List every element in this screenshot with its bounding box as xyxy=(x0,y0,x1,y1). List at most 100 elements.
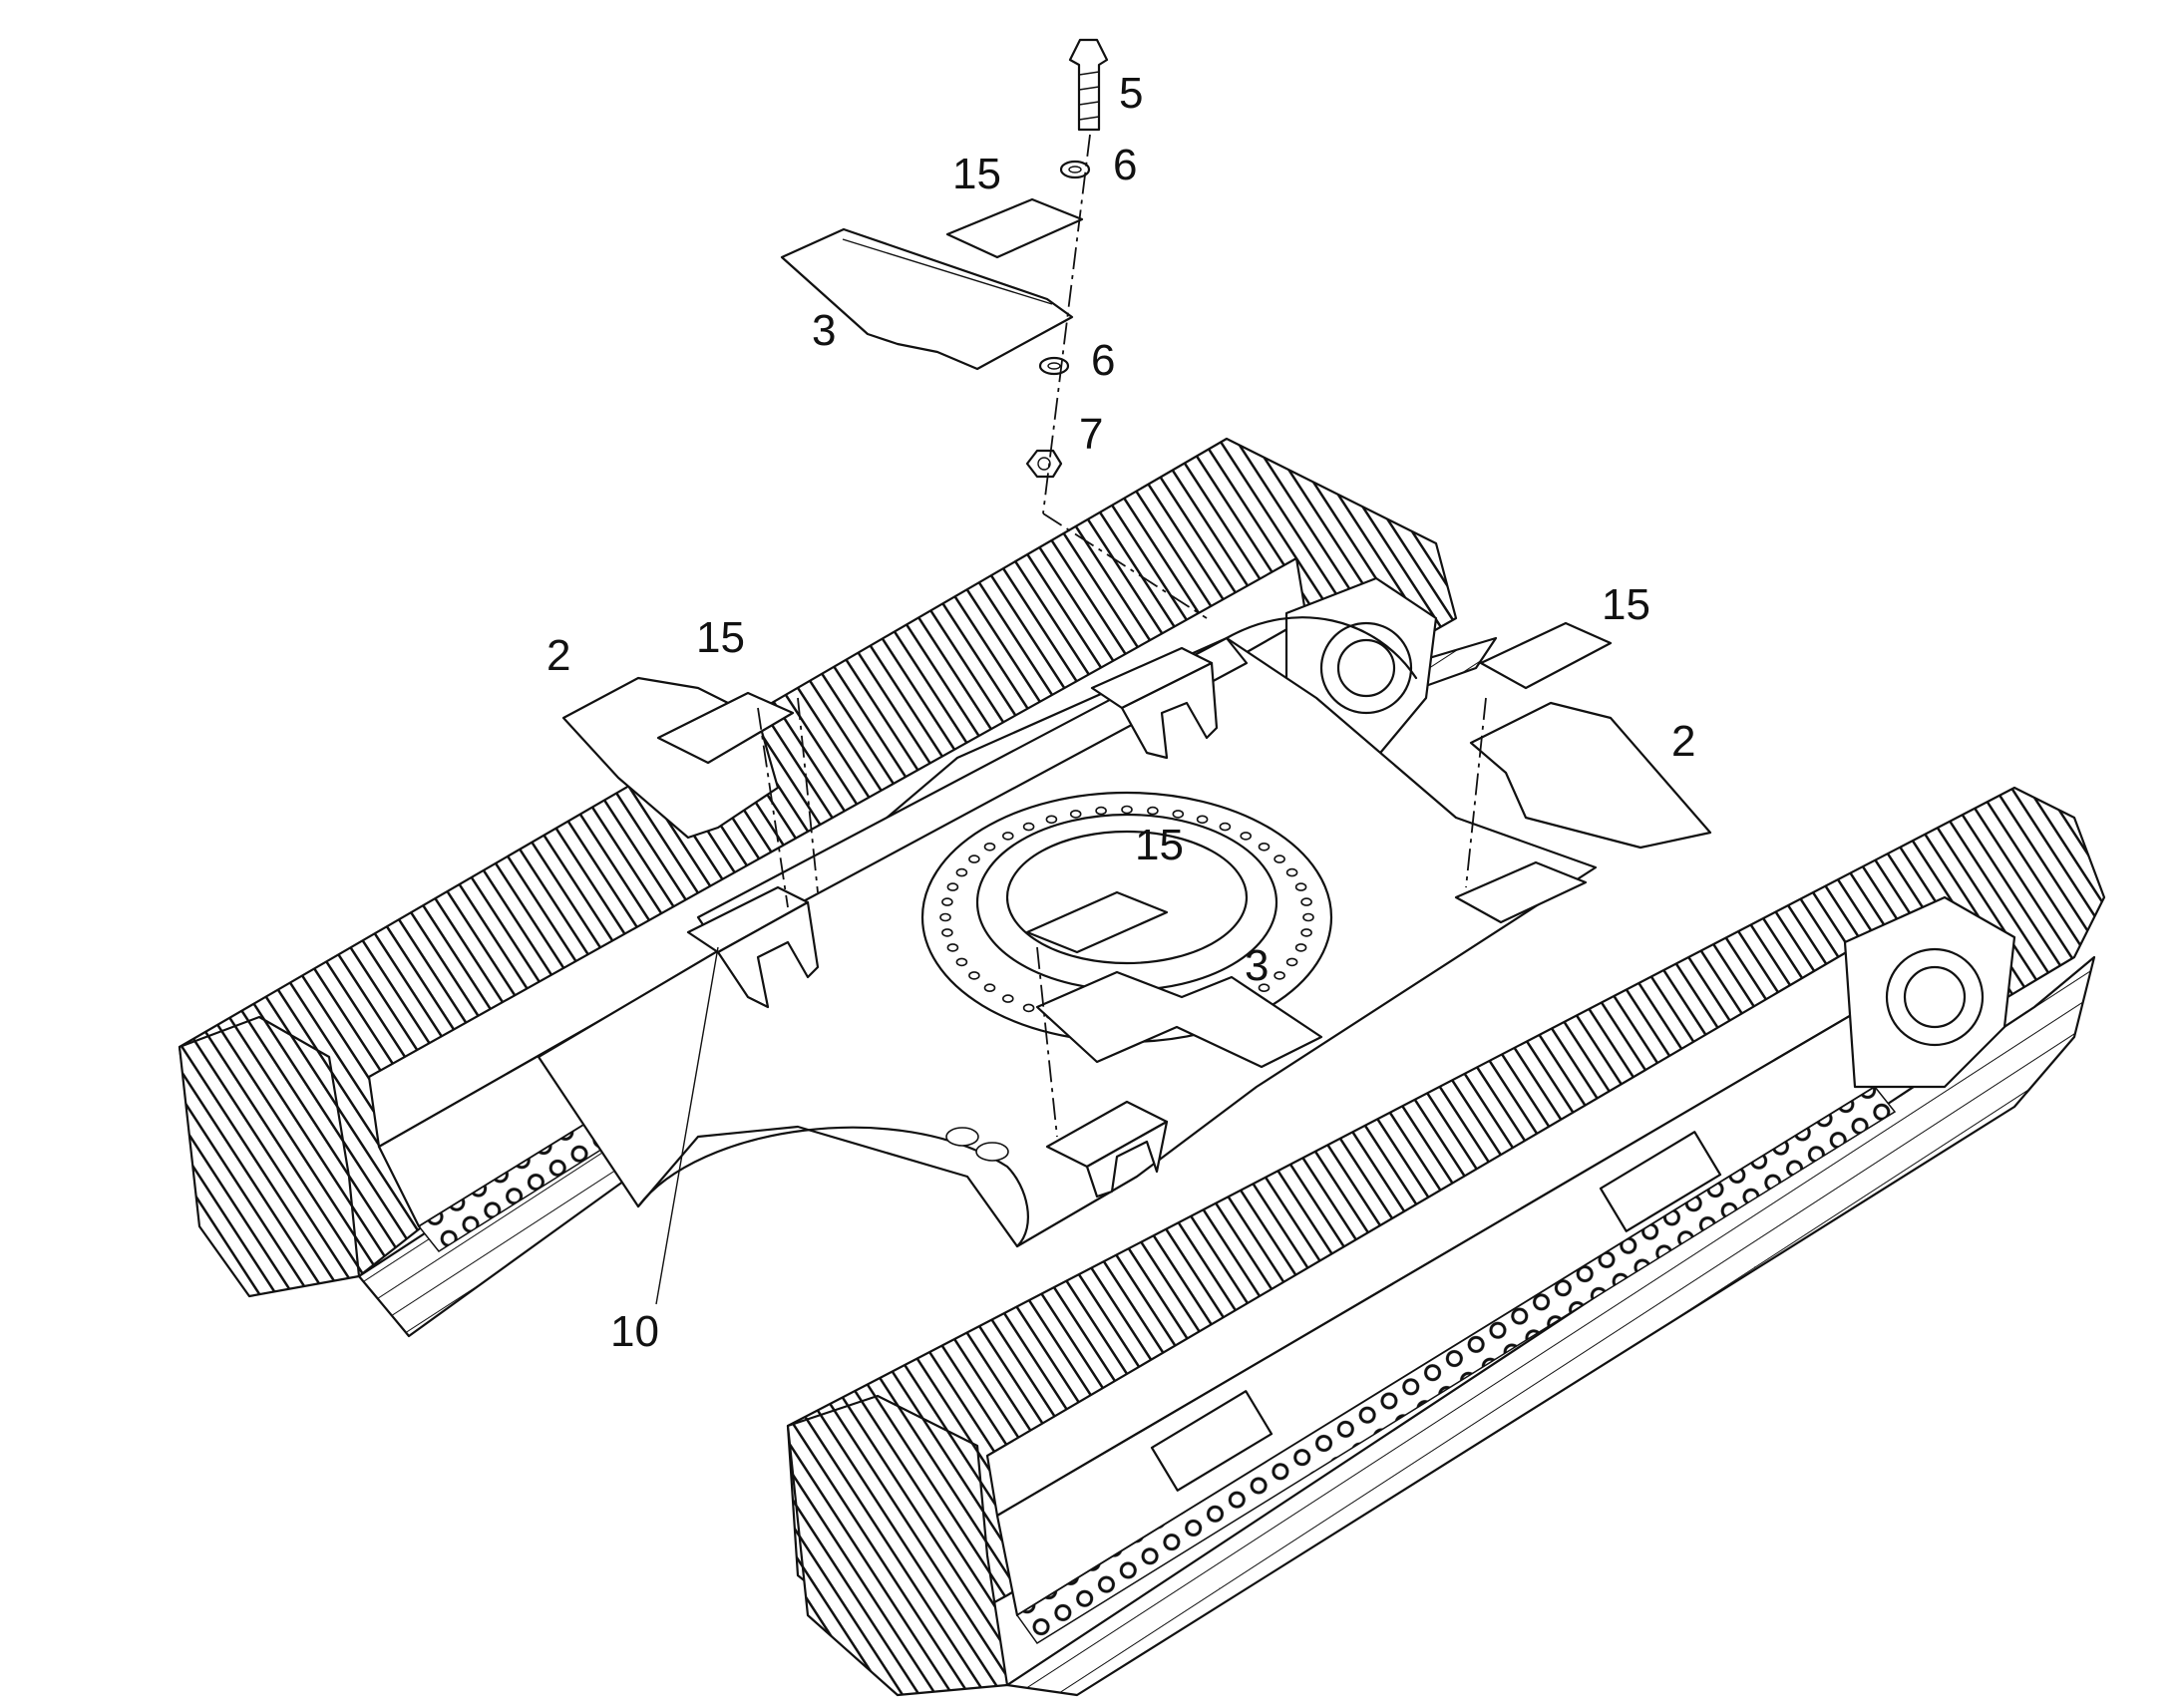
swing-bearing-bolt-hole xyxy=(1285,867,1298,877)
swing-bearing-bolt-hole xyxy=(939,912,951,922)
right-track-front-end xyxy=(786,1394,1009,1697)
callout-15-right: 15 xyxy=(1602,580,1650,629)
assembly-line-center xyxy=(1036,946,1058,1138)
swing-bearing-bolt-hole xyxy=(1219,822,1232,832)
right-track-link-chain xyxy=(1015,1086,1897,1645)
leader-10 xyxy=(655,946,719,1305)
cover-plate-3-top-bend xyxy=(842,238,1053,305)
swing-bearing-bolt-hole xyxy=(1273,971,1285,980)
swing-bearing-bolt-hole xyxy=(1022,1003,1035,1013)
bracket-right-rear xyxy=(1454,860,1588,924)
swing-bearing-bolt-hole xyxy=(1069,810,1082,819)
shim-15-right xyxy=(1479,621,1613,690)
shim-15-center xyxy=(1025,890,1169,954)
swing-bearing-bolt-hole xyxy=(1172,810,1185,819)
callout-15-left: 15 xyxy=(696,613,745,662)
callout-15-center: 15 xyxy=(1135,821,1184,869)
swing-bearing-bolt-hole xyxy=(1095,806,1107,816)
cover-plates xyxy=(561,197,1712,1069)
bolt-thread-1 xyxy=(1078,71,1100,76)
washer-6-top xyxy=(1059,160,1091,179)
swing-bearing-bolt-hole xyxy=(1240,832,1252,841)
callout-3-center: 3 xyxy=(1245,941,1269,990)
swing-bearing-bolt-hole xyxy=(1121,805,1133,815)
callout-6-bottom: 6 xyxy=(1091,336,1115,385)
cover-plate-3-center xyxy=(1035,970,1323,1069)
swing-bearing-bolt-hole xyxy=(1147,806,1159,816)
washer-6-bottom-hole xyxy=(1047,362,1061,370)
swing-bearing-bolt-hole xyxy=(1294,943,1307,952)
assembly-line-rear xyxy=(1042,512,1208,619)
swing-bearing-bolt-hole xyxy=(1045,815,1058,825)
right-sprocket-hub xyxy=(1885,947,1985,1047)
bolt-5 xyxy=(1068,38,1109,132)
left-sprocket-hub-inner xyxy=(1336,638,1396,698)
right-sprocket-housing xyxy=(1843,895,2016,1089)
swing-bearing-bolt-hole xyxy=(946,882,959,891)
swing-bearing-bolt-hole xyxy=(941,928,953,937)
swing-bearing-bolt-hole xyxy=(1258,983,1271,993)
callout-labels: 5 6 15 3 6 7 2 15 15 2 15 3 10 xyxy=(546,69,1695,1356)
swing-bearing-bolt-hole xyxy=(1001,832,1014,841)
assembly-line-right xyxy=(1465,697,1487,888)
swing-bearing-bolt-hole xyxy=(955,867,968,877)
right-track-underside xyxy=(1005,955,2096,1697)
carbody-front-arch xyxy=(636,1126,1029,1248)
swing-bearing-bolt-hole xyxy=(1273,854,1285,863)
nut-7 xyxy=(1025,449,1063,479)
callout-2-right: 2 xyxy=(1671,717,1695,766)
swing-bearing-bolt-hole xyxy=(1302,912,1314,922)
swing-bearing-bolt-hole xyxy=(1196,815,1209,825)
assembly-lines xyxy=(757,134,1487,1138)
carbody-rear-arch xyxy=(1225,616,1418,680)
callout-10: 10 xyxy=(610,1307,659,1356)
bracket-left-front-legs xyxy=(716,900,820,1009)
swing-bearing-bolt-hole xyxy=(1258,842,1271,852)
swing-bearing-bolt-holes xyxy=(939,805,1314,1030)
assembly-line-left-1 xyxy=(757,707,789,908)
bracket-left-rear-legs xyxy=(1120,661,1219,760)
carbody-hole-1 xyxy=(945,1127,979,1147)
swing-bearing-bolt-hole xyxy=(983,842,996,852)
swing-bearing-bolt-hole xyxy=(1300,897,1312,906)
swing-bearing-bolt-hole xyxy=(1300,928,1312,937)
swing-bearing-bolt-hole xyxy=(955,957,968,967)
washer-6-bottom xyxy=(1038,356,1070,376)
left-sprocket-hub xyxy=(1319,621,1413,715)
swing-bearing-bolt-hole xyxy=(1022,822,1035,832)
fasteners xyxy=(1025,38,1109,479)
bracket-right-front-legs xyxy=(1085,1120,1169,1198)
callout-15-top: 15 xyxy=(952,150,1001,198)
swing-bearing-bolt-hole xyxy=(1294,882,1307,891)
assembly-line-left-2 xyxy=(797,697,819,893)
bolt-thread-2 xyxy=(1078,86,1100,91)
right-frame-pad xyxy=(1150,1390,1273,1492)
swing-bearing-bolt-hole xyxy=(941,897,953,906)
swing-bearing-bolt-hole xyxy=(1285,957,1298,967)
right-track-assembly xyxy=(786,786,2106,1697)
mounting-brackets xyxy=(686,646,1588,1198)
right-frame-pad-2 xyxy=(1599,1131,1722,1232)
callout-7: 7 xyxy=(1079,410,1103,459)
callout-2-left: 2 xyxy=(546,631,570,680)
left-track-front-end xyxy=(178,1015,361,1298)
swing-bearing-bolt-hole xyxy=(946,943,959,952)
assembly-line-top xyxy=(1042,134,1091,514)
swing-bearing-bolt-hole xyxy=(968,971,980,980)
swing-bearing-bolt-hole xyxy=(1001,994,1014,1003)
callout-6-top: 6 xyxy=(1113,141,1137,189)
swing-bearing-bore xyxy=(1005,830,1249,965)
washer-6-top-hole xyxy=(1068,166,1082,173)
cover-plate-2-right xyxy=(1469,701,1712,850)
shim-15-top xyxy=(945,197,1084,259)
cover-plate-3-top xyxy=(780,227,1074,371)
bolt-thread-3 xyxy=(1078,101,1100,106)
swing-bearing-bolt-hole xyxy=(983,983,996,993)
carbody-hole-2 xyxy=(975,1142,1009,1162)
right-sprocket-hub-inner xyxy=(1903,965,1967,1029)
callout-3-top: 3 xyxy=(812,306,836,355)
callout-leaders xyxy=(655,946,719,1305)
swing-bearing-bolt-hole xyxy=(968,854,980,863)
bolt-thread-4 xyxy=(1078,116,1100,121)
